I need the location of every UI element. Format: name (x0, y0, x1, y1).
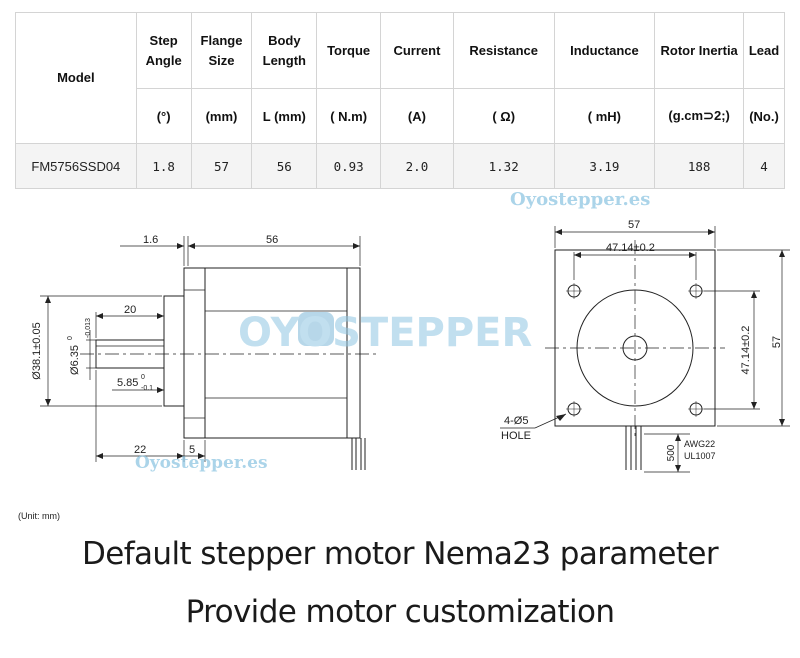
spec-table: Model Step Angle Flange Size Body Length… (15, 12, 785, 189)
watermark-site-top: Oyostepper.es (510, 190, 650, 210)
col-model-header: Model (15, 12, 137, 144)
col-resistance-header: Resistance (452, 12, 555, 89)
unit-length: L (mm) (251, 88, 318, 144)
table-row: FM5756SSD04 1.8 57 56 0.93 2.0 1.32 3.19… (15, 143, 785, 189)
unit-lead: (No.) (743, 88, 785, 144)
dim-22: 22 (134, 444, 146, 456)
dim-1-6: 1.6 (143, 234, 158, 246)
caption-line-1: Default stepper motor Nema23 parameter (81, 536, 719, 572)
dim-shaft-tol-up: 0 (67, 336, 74, 340)
col-lead-header: Lead (743, 12, 785, 89)
col-torque-header: Torque (316, 12, 382, 89)
cell-step-angle: 1.8 (135, 143, 192, 189)
dim-20: 20 (124, 304, 136, 316)
unit-inertia: (g.cm⊃2;) (654, 88, 745, 144)
cell-resistance: 1.32 (452, 143, 555, 189)
logo-mark-icon (298, 312, 334, 346)
cell-lead: 4 (743, 143, 785, 189)
watermark-logo: OYOSTEPPER (238, 310, 532, 356)
col-current-header: Current (380, 12, 454, 89)
dim-flat: 5.85 (117, 377, 138, 389)
col-flange-header: Flange Size (190, 12, 253, 89)
watermark-site-bottom: Oyostepper.es (135, 453, 268, 473)
dim-57-top: 57 (628, 219, 640, 231)
col-inductance-header: Inductance (553, 12, 656, 89)
dim-flat-tol-up: 0 (141, 374, 145, 381)
unit-note: (Unit: mm) (18, 511, 60, 521)
dim-shaft-tol-dn: -0.013 (85, 318, 92, 338)
unit-flange: (mm) (190, 88, 253, 144)
unit-current: (A) (380, 88, 454, 144)
dim-5: 5 (189, 444, 195, 456)
cell-flange: 57 (190, 143, 253, 189)
cell-model: FM5756SSD04 (15, 143, 137, 189)
cell-inertia: 188 (654, 143, 745, 189)
dim-boss-diameter: Ø38.1±0.05 (31, 322, 43, 379)
caption-line-2: Provide motor customization (185, 594, 615, 630)
dim-flat-tol-dn: -0.1 (141, 385, 153, 392)
watermark-logo-text: OYOSTEPPER (238, 310, 532, 356)
wire-gauge: AWG22 (684, 439, 715, 449)
cell-length: 56 (251, 143, 318, 189)
unit-row: (°) (mm) L (mm) ( N.m) (A) ( Ω) ( mH) (g… (16, 88, 785, 144)
dim-47-14-horizontal: 47.14±0.2 (606, 242, 655, 254)
cell-current: 2.0 (380, 143, 454, 189)
dim-47-14-vertical: 47.14±0.2 (740, 326, 752, 375)
hole-label-2: HOLE (501, 430, 531, 442)
motor-dimension-drawing: 1.6 56 20 Ø38.1±0.05 Ø6.35 0 -0.013 5.85… (31, 190, 790, 473)
cell-torque: 0.93 (316, 143, 382, 189)
col-inertia-header: Rotor Inertia (654, 12, 745, 89)
unit-inductance: ( mH) (553, 88, 656, 144)
col-step-angle-header: Step Angle (135, 12, 192, 89)
dim-500: 500 (666, 444, 677, 461)
wire-spec: UL1007 (684, 451, 716, 461)
dim-shaft-diameter: Ø6.35 (69, 345, 81, 375)
unit-resistance: ( Ω) (452, 88, 555, 144)
cell-inductance: 3.19 (553, 143, 656, 189)
header-row: Model Step Angle Flange Size Body Length… (15, 12, 785, 144)
unit-step-angle: (°) (135, 88, 192, 144)
unit-torque: ( N.m) (316, 88, 382, 144)
hole-label: 4-Ø5 (504, 415, 528, 427)
dim-56: 56 (266, 234, 278, 246)
col-length-header: Body Length (251, 12, 318, 89)
dim-57-side: 57 (771, 336, 783, 348)
